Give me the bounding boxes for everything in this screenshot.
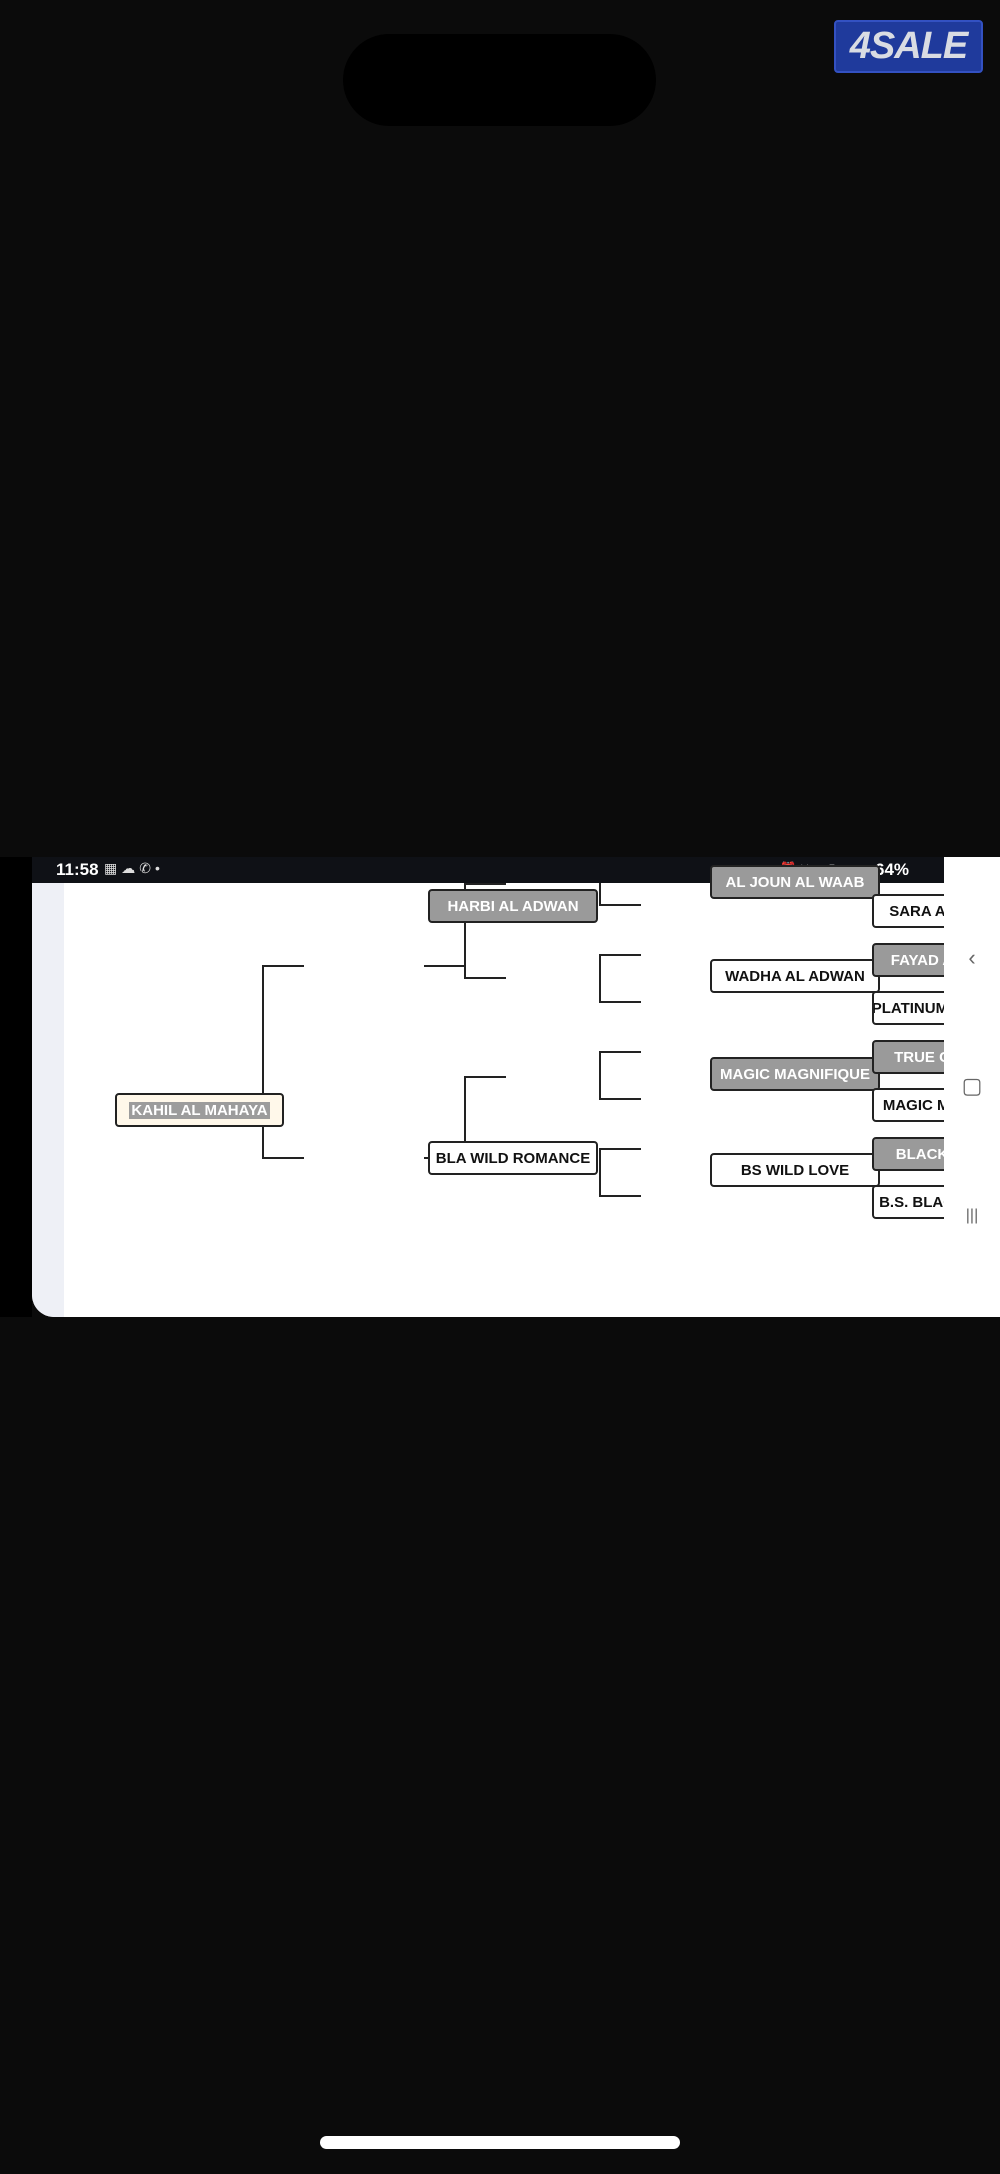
home-indicator[interactable] bbox=[320, 2136, 680, 2149]
pedigree-node-gen4-1[interactable]: SARA AL bbox=[872, 894, 944, 928]
root-name: KAHIL AL MAHAYA bbox=[129, 1101, 270, 1119]
screenshot-panel: 11:58 ▦☁✆• ⏰✕▪▪▮ 64% bbox=[0, 857, 1000, 1317]
pedigree-node-gen3-2[interactable]: WADHA AL ADWAN bbox=[710, 959, 880, 993]
weather-icon: ☁ bbox=[121, 860, 140, 876]
navigation-bar: ‹ ▢ ||| bbox=[944, 857, 1000, 1317]
pedigree-node-gen4-7[interactable]: B.S. BLACK bbox=[872, 1185, 944, 1219]
pedigree-node-gen3-4[interactable]: BS WILD LOVE bbox=[710, 1153, 880, 1187]
dot-icon: • bbox=[154, 860, 164, 876]
camera-cutout bbox=[343, 34, 656, 126]
recents-icon[interactable]: ||| bbox=[965, 1207, 979, 1224]
pedigree-tree[interactable]: KAHIL AL MAHAYA HARBI AL ADWAN BLA WILD … bbox=[64, 865, 944, 1317]
pedigree-node-root[interactable]: KAHIL AL MAHAYA bbox=[115, 1093, 284, 1127]
status-time: 11:58 bbox=[56, 860, 99, 879]
pedigree-node-gen4-5[interactable]: MAGIC MO bbox=[872, 1088, 944, 1122]
viber-icon: ✆ bbox=[139, 860, 155, 876]
back-icon[interactable]: ‹ bbox=[968, 945, 976, 970]
pedigree-node-gen4-4[interactable]: TRUE C bbox=[872, 1040, 944, 1074]
phone-screen: 11:58 ▦☁✆• ⏰✕▪▪▮ 64% bbox=[32, 857, 944, 1317]
pedigree-node-gen4-6[interactable]: BLACK bbox=[872, 1137, 944, 1171]
notification-icons: ▦☁✆• bbox=[104, 860, 164, 877]
pedigree-node-gen3-3[interactable]: MAGIC MAGNIFIQUE bbox=[710, 1057, 880, 1091]
pedigree-node-gen4-3[interactable]: PLATINUM PS bbox=[872, 991, 944, 1025]
page-gutter bbox=[32, 883, 64, 1317]
home-icon[interactable]: ▢ bbox=[961, 1073, 983, 1098]
pedigree-node-dam[interactable]: BLA WILD ROMANCE bbox=[428, 1141, 598, 1175]
left-black-strip bbox=[0, 857, 32, 1317]
pedigree-node-sire[interactable]: HARBI AL ADWAN bbox=[428, 889, 598, 923]
pedigree-node-gen4-2[interactable]: FAYAD A bbox=[872, 943, 944, 977]
calendar-icon: ▦ bbox=[104, 860, 122, 876]
battery-level: 64% bbox=[875, 860, 910, 879]
watermark-logo: 4SALE bbox=[834, 20, 983, 73]
pedigree-node-gen3-1[interactable]: AL JOUN AL WAAB bbox=[710, 865, 880, 899]
